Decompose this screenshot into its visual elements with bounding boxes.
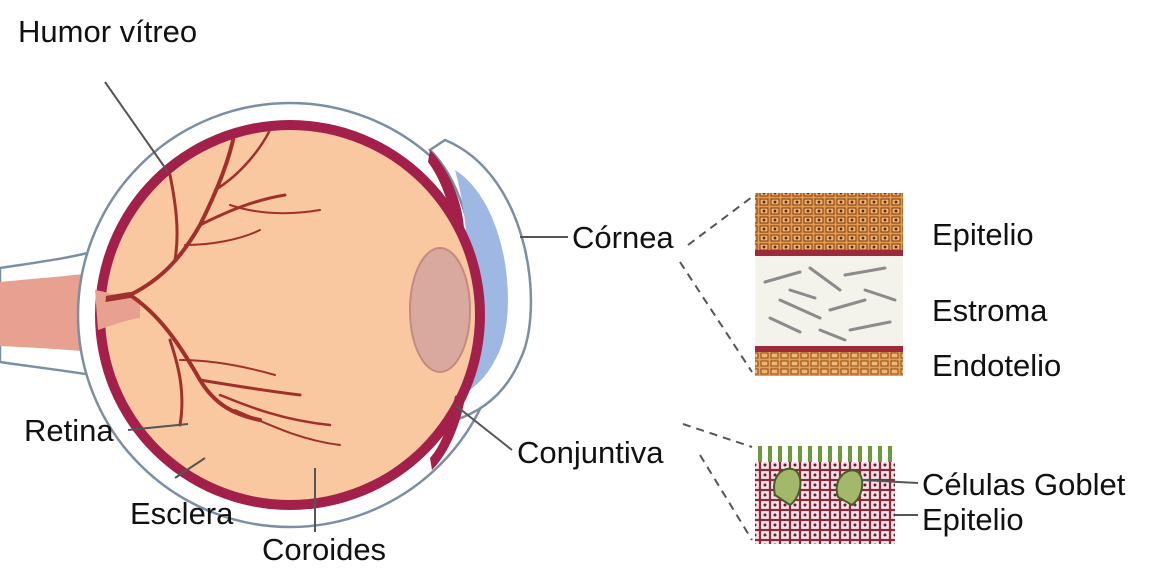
label-estroma: Estroma [932, 293, 1048, 328]
label-cornea: Córnea [572, 220, 674, 255]
microvilli [760, 446, 890, 462]
cornea-layers-illustration [755, 193, 903, 376]
lens [410, 248, 470, 372]
label-retina: Retina [24, 413, 114, 448]
label-conjuntiva: Conjuntiva [517, 435, 664, 470]
cornea-epithelium-layer [755, 193, 903, 250]
label-celulas-goblet: Células Goblet [922, 467, 1126, 502]
label-epitelio-cornea: Epitelio [932, 217, 1034, 252]
zoom-lines [680, 197, 752, 540]
conjunctiva-epithelium-layer [755, 462, 895, 544]
label-humor-vitreo: Humor vítreo [18, 14, 197, 49]
label-endotelio: Endotelio [932, 348, 1061, 383]
conjunctiva-tissue-illustration [755, 446, 895, 544]
eye-cross-section [0, 103, 531, 527]
cornea-endothelium-layer [755, 352, 903, 376]
label-coroides: Coroides [262, 532, 386, 567]
label-esclera: Esclera [130, 496, 234, 531]
leader-humor-vitreo [105, 82, 168, 172]
label-epitelio-conjuntiva: Epitelio [922, 502, 1024, 537]
